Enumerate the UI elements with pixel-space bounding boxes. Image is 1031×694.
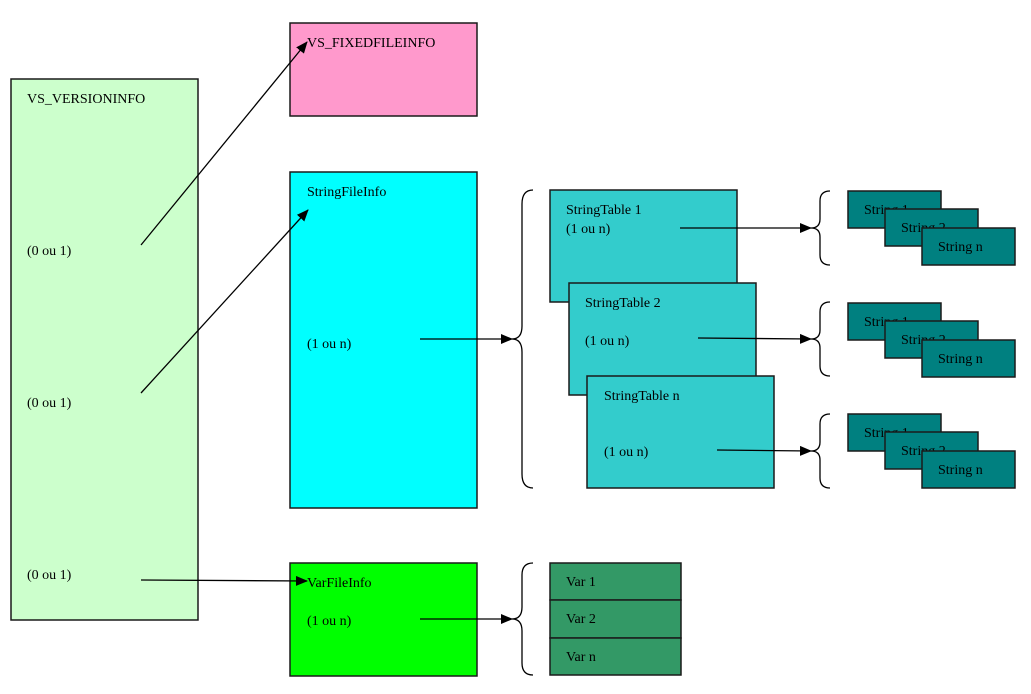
arrow-st2-to-strings	[697, 333, 812, 344]
arrow-stn-to-strings	[716, 445, 812, 456]
stringtable-cardinality: (1 ou n)	[585, 334, 630, 349]
stringtable-cardinality: (1 ou n)	[566, 222, 611, 237]
var-list: Var 1 Var 2 Var n	[549, 562, 682, 676]
arrow-to-varfileinfo	[140, 575, 308, 586]
stringtable-node-n: StringTable n (1 ou n)	[586, 375, 775, 489]
string-label: String n	[938, 352, 983, 367]
stringfileinfo-box	[289, 171, 478, 509]
var-label: Var 2	[566, 612, 596, 627]
stringfileinfo-cardinality: (1 ou n)	[307, 337, 352, 352]
string-group-3: String 1 String 2 String n	[847, 413, 1016, 489]
var-label: Var n	[566, 650, 596, 665]
arrow-to-stringfileinfo	[140, 209, 309, 394]
stringtable-cardinality: (1 ou n)	[604, 445, 649, 460]
varfileinfo-cardinality: (1 ou n)	[307, 614, 352, 629]
fixedfileinfo-title: VS_FIXEDFILEINFO	[307, 36, 435, 51]
fixedfileinfo-box	[289, 22, 478, 117]
string-box	[921, 339, 1016, 378]
stringtable-title: StringTable n	[604, 389, 680, 404]
strings-brace-3	[810, 413, 831, 489]
string-box	[921, 450, 1016, 489]
string-label: String n	[938, 463, 983, 478]
versioninfo-cardinality-fixed: (0 ou 1)	[27, 244, 72, 259]
varfileinfo-title: VarFileInfo	[307, 576, 372, 591]
versioninfo-cardinality-var: (0 ou 1)	[27, 568, 72, 583]
stringtables-brace	[511, 189, 534, 489]
stringtable-title: StringTable 2	[585, 296, 661, 311]
string-label: String n	[938, 240, 983, 255]
strings-brace-1	[810, 190, 831, 266]
var-box	[549, 637, 682, 676]
versioninfo-box	[10, 78, 199, 621]
stringtable-box	[586, 375, 775, 489]
var-box	[549, 562, 682, 601]
arrow-to-fixedfileinfo	[140, 41, 308, 246]
versioninfo-cardinality-string: (0 ou 1)	[27, 396, 72, 411]
stringfileinfo-title: StringFileInfo	[307, 185, 386, 200]
strings-brace-2	[810, 301, 831, 377]
stringtable-title: StringTable 1	[566, 203, 642, 218]
string-group-2: String 1 String 2 String n	[847, 302, 1016, 378]
string-group-1: String 1 String 2 String n	[847, 190, 1016, 266]
versioninfo-node: VS_VERSIONINFO (0 ou 1) (0 ou 1) (0 ou 1…	[10, 78, 199, 621]
stringfileinfo-node: StringFileInfo (1 ou n)	[289, 171, 478, 509]
var-label: Var 1	[566, 575, 596, 590]
string-box	[921, 227, 1016, 266]
fixedfileinfo-node: VS_FIXEDFILEINFO	[289, 22, 478, 117]
vars-brace	[511, 562, 534, 676]
versioninfo-title: VS_VERSIONINFO	[27, 92, 145, 107]
